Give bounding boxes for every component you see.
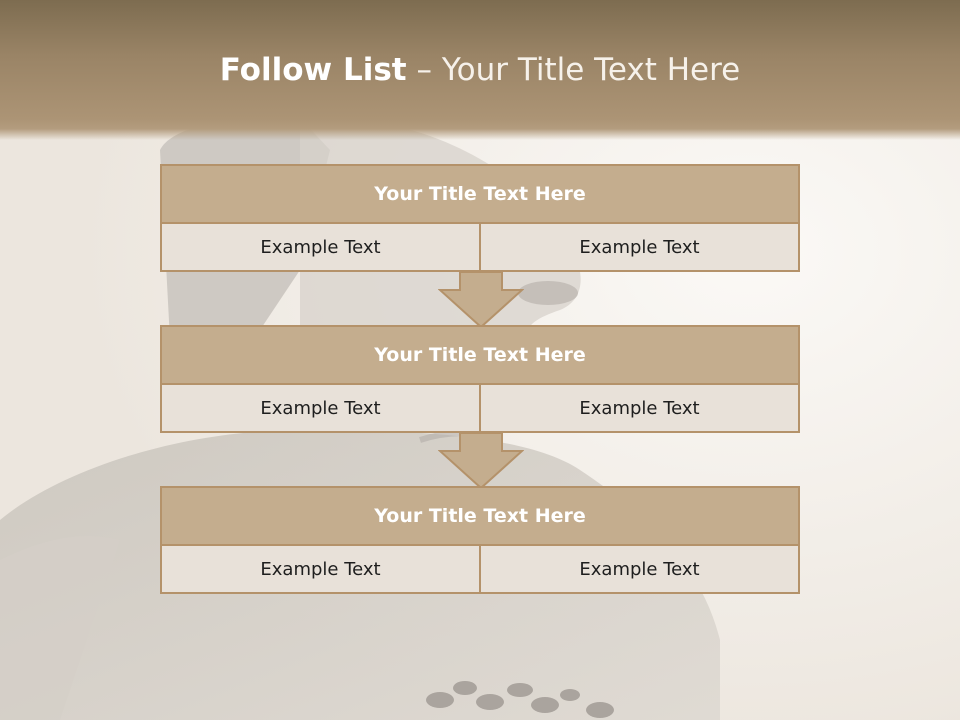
step-row: Example Text Example Text [162, 546, 798, 592]
step-heading: Your Title Text Here [162, 488, 798, 546]
down-arrow-icon [438, 432, 524, 490]
slide-title-bold: Follow List [219, 52, 407, 88]
header-band [0, 0, 960, 140]
step-box-2: Your Title Text Here Example Text Exampl… [160, 325, 800, 433]
step-cell-left: Example Text [162, 546, 479, 592]
step-cell-right: Example Text [479, 224, 798, 270]
down-arrow-icon [438, 271, 524, 329]
step-row: Example Text Example Text [162, 224, 798, 270]
step-row: Example Text Example Text [162, 385, 798, 431]
step-cell-left: Example Text [162, 385, 479, 431]
step-box-3: Your Title Text Here Example Text Exampl… [160, 486, 800, 594]
step-cell-left: Example Text [162, 224, 479, 270]
step-heading: Your Title Text Here [162, 327, 798, 385]
slide-title: Follow List – Your Title Text Here [0, 52, 960, 88]
step-heading: Your Title Text Here [162, 166, 798, 224]
slide-title-rest: – Your Title Text Here [406, 52, 741, 88]
step-cell-right: Example Text [479, 546, 798, 592]
step-box-1: Your Title Text Here Example Text Exampl… [160, 164, 800, 272]
step-cell-right: Example Text [479, 385, 798, 431]
